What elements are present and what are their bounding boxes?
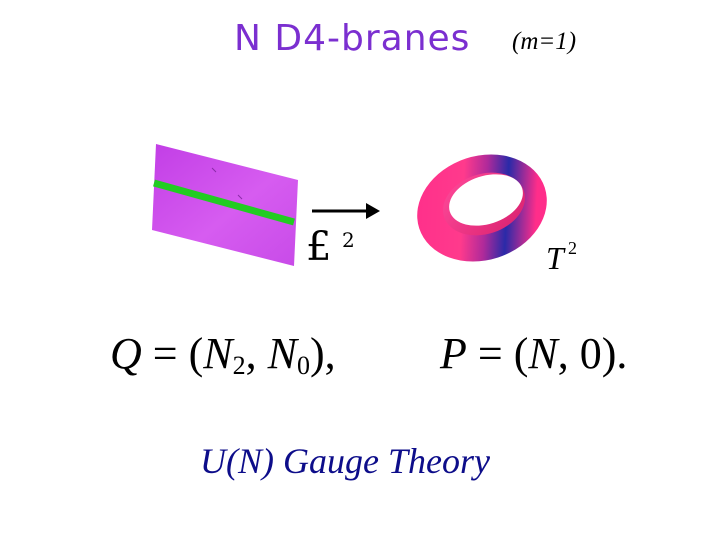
equation-q: Q = (N2, N0), (110, 328, 336, 381)
eq-p-lhs: P (440, 329, 467, 378)
eq-q-end: ), (309, 329, 336, 378)
eq-q-lhs: Q (110, 329, 142, 378)
eq-q-n0-sub: 0 (296, 351, 310, 380)
slide-title: N D4-branes (234, 18, 471, 59)
eq-q-n2: N (203, 329, 233, 378)
torus-label: T (546, 240, 564, 276)
torus-label-superscript: 2 (568, 238, 577, 258)
brane-plane-illustration (152, 144, 298, 266)
arrow-right-icon (312, 203, 380, 219)
plane-label: £ (306, 224, 332, 270)
eq-q-equals: = ( (141, 329, 204, 378)
eq-p-rest: , 0). (557, 329, 628, 378)
torus-illustration (417, 154, 547, 262)
eq-p-n: N (528, 329, 558, 378)
eq-p-equals: = ( (466, 329, 529, 378)
plane-label-superscript: 2 (342, 228, 355, 252)
slide-subtitle: (m=1) (512, 28, 577, 55)
gauge-theory-caption: U(N) Gauge Theory (200, 441, 490, 481)
eq-q-n2-sub: 2 (232, 351, 246, 380)
torus-hole (449, 174, 523, 226)
eq-q-n0: N (267, 329, 297, 378)
brane-line (153, 179, 295, 226)
eq-q-comma: , (245, 329, 268, 378)
equation-p: P = (N, 0). (440, 328, 627, 379)
